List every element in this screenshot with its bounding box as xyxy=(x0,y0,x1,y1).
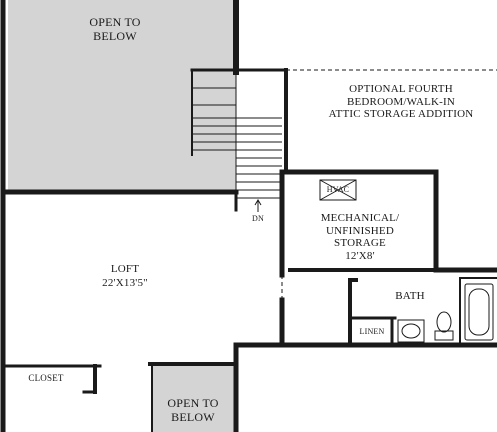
linen-label: LINEN xyxy=(359,327,385,336)
mechanical-storage-size: 12'X8' xyxy=(345,250,375,262)
sink-icon xyxy=(397,319,425,343)
mechanical-storage-label: MECHANICAL/ UNFINISHED STORAGE xyxy=(320,212,400,250)
closet-label: CLOSET xyxy=(28,373,64,383)
open-to-below-top-label: OPEN TO BELOW xyxy=(89,15,141,43)
stair-treads xyxy=(192,72,282,200)
stair-down-label: DN xyxy=(252,214,264,223)
open-to-below-bottom-label: OPEN TO BELOW xyxy=(167,396,219,424)
stair-down-arrow-icon xyxy=(254,199,262,212)
open-to-below-top-area xyxy=(8,0,236,190)
open-to-below-bottom-area xyxy=(152,366,234,432)
toilet-icon xyxy=(434,311,454,341)
loft-label: LOFT xyxy=(110,263,140,275)
bath-label: BATH xyxy=(395,290,425,302)
hvac-unit-icon xyxy=(319,179,357,201)
hvac-label: HVAC xyxy=(326,185,350,194)
bathtub-icon xyxy=(464,283,494,341)
loft-size: 22'X13'5" xyxy=(102,277,148,289)
optional-fourth-bedroom-label: OPTIONAL FOURTH BEDROOM/WALK-IN ATTIC ST… xyxy=(328,83,474,121)
dashed-lines xyxy=(281,69,497,300)
